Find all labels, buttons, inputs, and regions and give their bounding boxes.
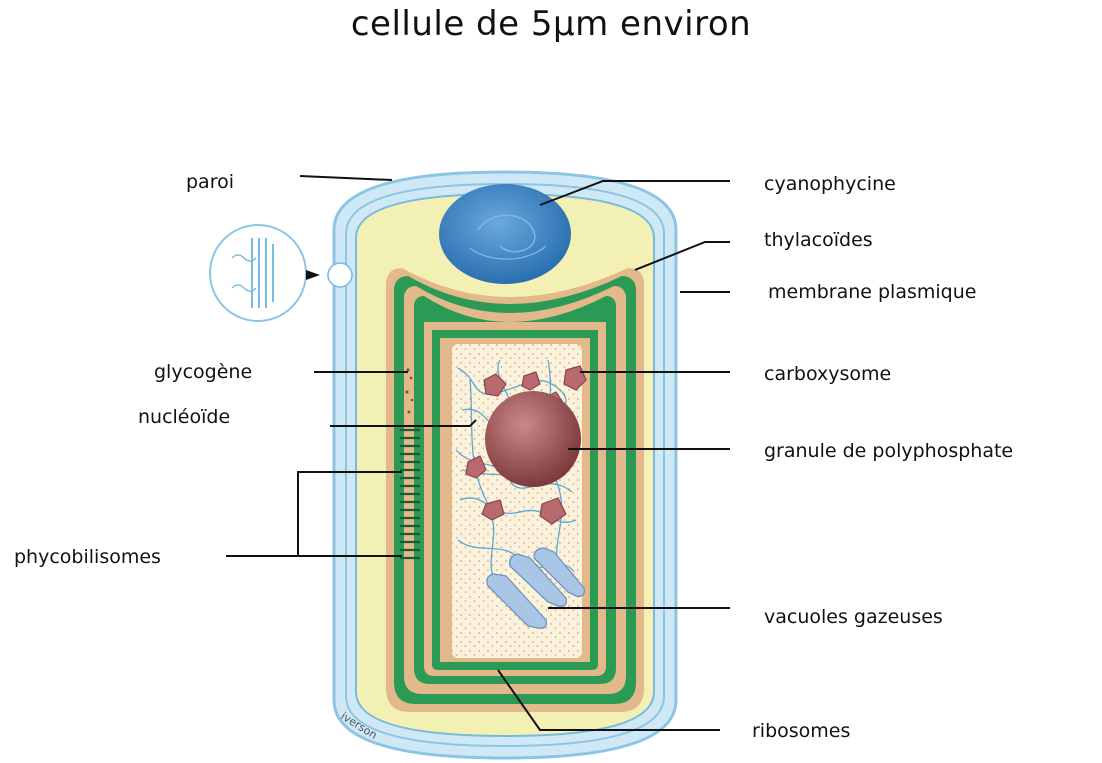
label-vacuoles-gazeuses: vacuoles gazeuses [764,606,943,628]
label-thylacoides: thylacoïdes [764,229,873,251]
cyanophycin-granule [439,184,571,284]
label-cyanophycine: cyanophycine [764,173,896,195]
label-carboxysome: carboxysome [764,363,891,385]
label-nucleoide: nucléoïde [138,406,230,428]
label-granule-polyphosphate: granule de polyphosphate [764,440,1013,462]
label-glycogene: glycogène [154,361,252,383]
label-paroi: paroi [186,171,234,193]
polyphosphate-granule [485,391,581,487]
label-ribosomes: ribosomes [752,720,850,742]
label-phycobilisomes: phycobilisomes [14,546,161,568]
label-membrane-plasmique: membrane plasmique [768,281,976,303]
wall-detail-magnifier [210,225,352,321]
